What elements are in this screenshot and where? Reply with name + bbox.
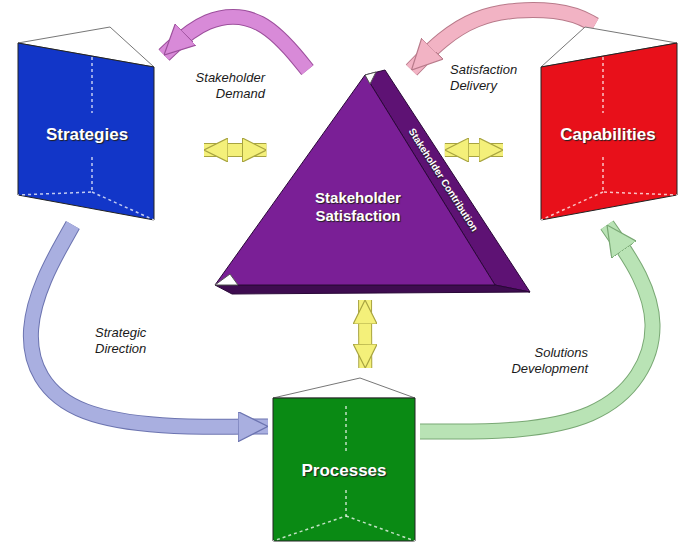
arrow-label: Satisfaction Delivery <box>450 62 517 93</box>
shape-outline <box>531 25 683 225</box>
shape-face <box>541 43 677 220</box>
label-holder: Strategic Direction <box>95 325 175 358</box>
hidden-edge <box>18 157 92 195</box>
text-holder: Processes <box>301 461 386 481</box>
shape-face <box>273 398 415 541</box>
capability-prism: Capabilities <box>531 25 683 225</box>
arrow-body <box>445 144 503 156</box>
label-holder: Stakeholder Demand <box>180 70 265 103</box>
node-label: Stakeholder Contribution <box>406 126 481 234</box>
arrow-body <box>359 300 371 368</box>
label-holder: Satisfaction Delivery <box>450 62 530 95</box>
arrow-body <box>420 225 653 432</box>
shape-face <box>215 274 238 285</box>
arrow-label: Stakeholder Demand <box>196 70 265 101</box>
shape-face <box>215 75 495 285</box>
strategy-prism: Strategies <box>12 25 164 225</box>
flow-arrow <box>412 10 595 70</box>
exchange-arrow <box>445 150 503 151</box>
arrow-outline <box>358 300 372 368</box>
hidden-edge <box>91 57 93 113</box>
flow-arrow <box>31 225 268 427</box>
arrow-body <box>204 144 266 156</box>
hidden-edge <box>273 490 346 541</box>
arrow-outline <box>445 143 503 157</box>
shape-face <box>365 72 376 84</box>
arrow-label: Strategic Direction <box>95 325 146 356</box>
shape-face <box>18 27 154 67</box>
arrow-outline <box>31 225 268 427</box>
label-holder: Solutions Development <box>468 345 588 378</box>
process-cube: Processes <box>268 376 420 544</box>
shape-face <box>18 43 154 220</box>
hidden-edge <box>602 57 604 113</box>
text-holder: Stakeholder Satisfaction <box>298 189 418 225</box>
shape-face <box>365 70 530 292</box>
text-holder: Strategies <box>46 125 128 145</box>
satisfaction-triangle: Stakeholder SatisfactionStakeholder Cont… <box>210 70 535 298</box>
hidden-edge <box>345 406 347 454</box>
hidden-edge <box>346 516 415 541</box>
arrow-label: Solutions Development <box>511 345 588 376</box>
shape-face <box>541 27 677 67</box>
shape-outline <box>268 376 420 544</box>
arrow-body <box>164 17 308 70</box>
arrow-body <box>31 225 268 427</box>
exchange-arrow <box>365 300 366 368</box>
node-label: Stakeholder Satisfaction <box>298 189 418 225</box>
arrow-outline <box>164 17 308 70</box>
node-label: Strategies <box>46 125 128 145</box>
flow-arrow <box>164 17 308 70</box>
text-holder: Capabilities <box>560 125 655 145</box>
arrow-outline <box>412 10 595 70</box>
exchange-arrow <box>204 150 266 151</box>
hidden-edge <box>603 157 677 195</box>
shape-face <box>273 378 415 398</box>
arrow-body <box>412 10 595 70</box>
shape-face <box>215 285 530 294</box>
hidden-edge <box>541 192 603 220</box>
arrow-outline <box>420 225 653 432</box>
shape-outline <box>210 70 535 298</box>
hidden-edge <box>92 192 154 220</box>
arrow-outline <box>204 143 266 157</box>
flow-arrow <box>420 225 653 432</box>
shape-outline <box>12 25 164 225</box>
node-label: Capabilities <box>560 125 655 145</box>
text-holder: Stakeholder Contribution <box>406 126 481 234</box>
node-label: Processes <box>301 461 386 481</box>
